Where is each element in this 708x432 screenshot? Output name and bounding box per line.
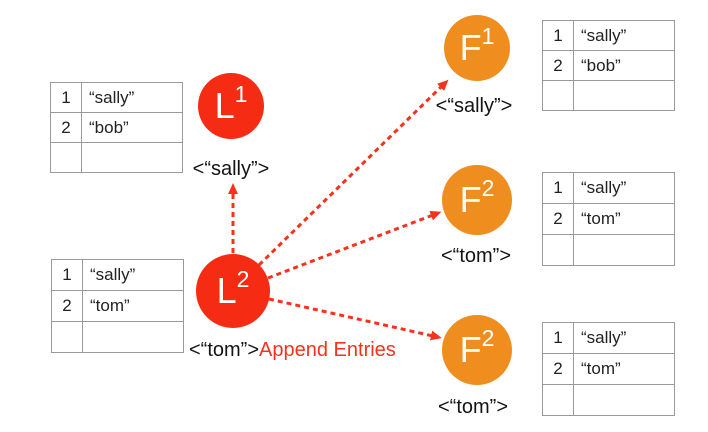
log-table-leader2: 1 “sally” 2 “tom” <box>51 259 184 353</box>
log-value-cell <box>82 321 184 353</box>
node-term-superscript: 1 <box>234 80 248 107</box>
vote-label-follower1: <“sally”> <box>435 95 513 117</box>
node-label: L <box>216 270 237 311</box>
log-value-cell: “tom” <box>573 203 675 235</box>
log-index-cell: 2 <box>51 290 83 322</box>
log-index-cell: 1 <box>542 322 574 354</box>
table-row: 2 “tom” <box>542 353 675 385</box>
log-value-cell: “bob” <box>573 50 675 81</box>
log-index-cell <box>50 142 82 173</box>
log-index-cell: 2 <box>542 203 574 235</box>
log-index-cell <box>51 321 83 353</box>
vote-label-follower2-bottom: <“tom”> <box>437 396 509 418</box>
log-value-cell: “sally” <box>573 20 675 51</box>
log-value-cell: “sally” <box>82 259 184 291</box>
log-value-cell <box>81 142 183 173</box>
table-row: 1 “sally” <box>50 82 183 113</box>
log-index-cell: 1 <box>542 20 574 51</box>
log-index-cell: 2 <box>542 50 574 81</box>
log-value-cell: “sally” <box>573 322 675 354</box>
node-term-superscript: 2 <box>236 265 250 292</box>
log-value-cell: “tom” <box>82 290 184 322</box>
leader2-label-row: <“tom”>Append Entries <box>189 339 396 362</box>
vote-label-leader2: <“tom”> <box>189 339 260 361</box>
log-value-cell <box>573 234 675 266</box>
node-label: F <box>459 27 482 68</box>
log-index-cell <box>542 384 574 416</box>
node-label: F <box>459 179 482 220</box>
table-row: 1 “sally” <box>542 172 675 204</box>
table-row: 2 “tom” <box>542 203 675 235</box>
log-index-cell: 1 <box>50 82 82 113</box>
log-value-cell: “tom” <box>573 353 675 385</box>
vote-label-leader1: <“sally”> <box>192 158 270 180</box>
table-row <box>542 80 675 111</box>
node-label: F <box>459 329 482 370</box>
log-index-cell: 2 <box>50 112 82 143</box>
log-index-cell: 1 <box>51 259 83 291</box>
arrow-L2-to-F2-middle <box>267 211 442 280</box>
table-row: 1 “sally” <box>542 322 675 354</box>
log-index-cell: 2 <box>542 353 574 385</box>
table-row <box>542 384 675 416</box>
table-row <box>542 234 675 266</box>
node-term-superscript: 2 <box>481 324 495 351</box>
log-table-leader1: 1 “sally” 2 “bob” <box>50 82 183 173</box>
log-table-follower2-bottom: 1 “sally” 2 “tom” <box>542 322 675 416</box>
log-table-follower2-middle: 1 “sally” 2 “tom” <box>542 172 675 266</box>
table-row <box>50 142 183 173</box>
log-value-cell <box>573 80 675 111</box>
log-table-follower1: 1 “sally” 2 “bob” <box>542 20 675 111</box>
table-row <box>51 321 184 353</box>
log-value-cell: “sally” <box>573 172 675 204</box>
log-index-cell: 1 <box>542 172 574 204</box>
table-row: 2 “tom” <box>51 290 184 322</box>
node-label: L <box>214 85 235 126</box>
table-row: 1 “sally” <box>51 259 184 291</box>
log-value-cell: “bob” <box>81 112 183 143</box>
vote-label-follower2-middle: <“tom”> <box>440 245 512 267</box>
table-row: 2 “bob” <box>50 112 183 143</box>
table-row: 1 “sally” <box>542 20 675 51</box>
log-value-cell: “sally” <box>81 82 183 113</box>
log-value-cell <box>573 384 675 416</box>
table-row: 2 “bob” <box>542 50 675 81</box>
log-index-cell <box>542 234 574 266</box>
append-entries-annotation: Append Entries <box>259 339 396 361</box>
log-index-cell <box>542 80 574 111</box>
arrow-L2-to-F1 <box>257 79 449 267</box>
node-term-superscript: 2 <box>481 174 495 201</box>
node-term-superscript: 1 <box>481 22 495 49</box>
arrow-L2-to-F2-bottom <box>268 297 442 341</box>
